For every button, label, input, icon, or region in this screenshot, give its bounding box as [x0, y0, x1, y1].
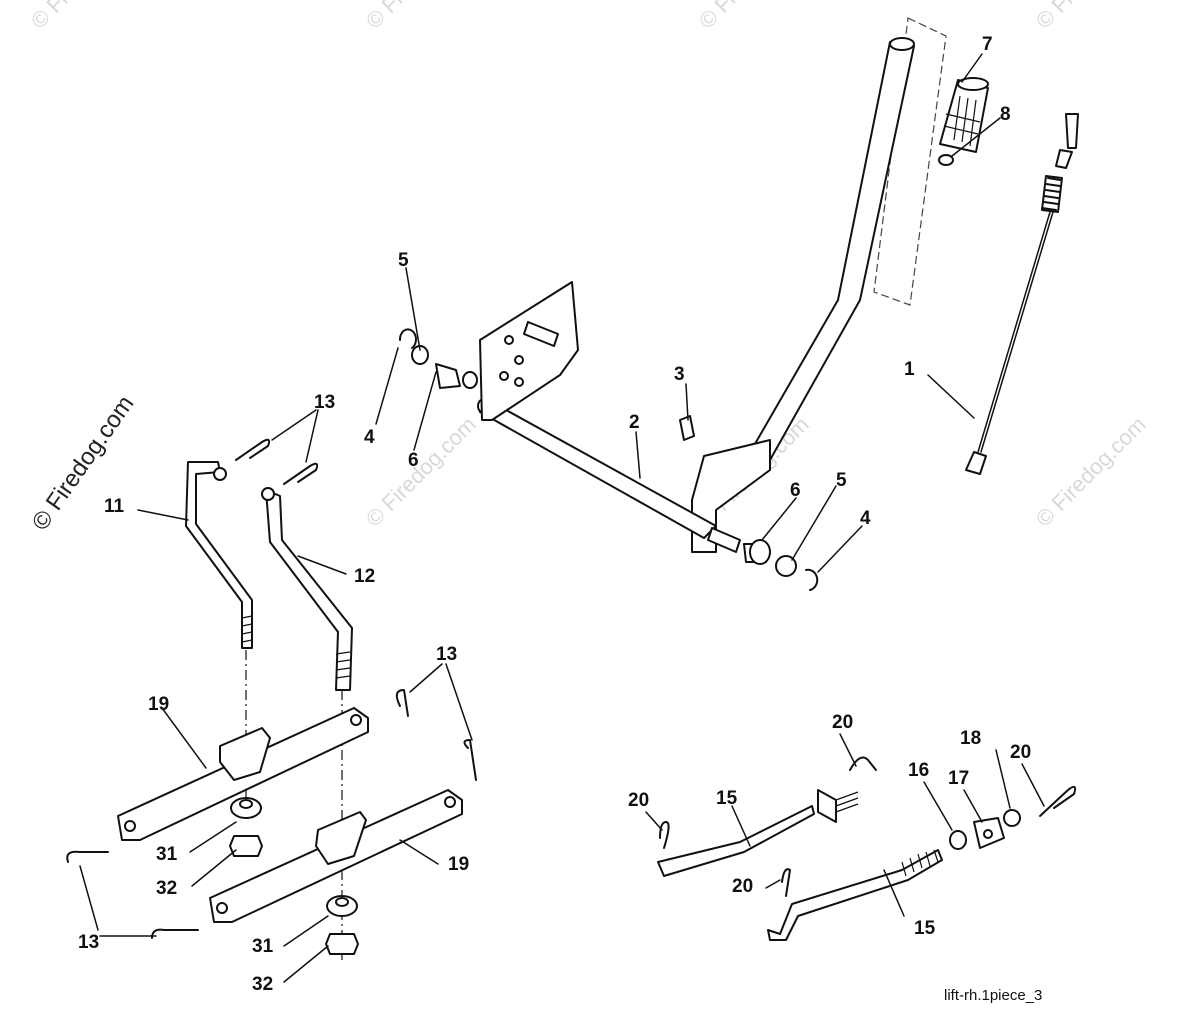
part-11-lift-link	[185, 461, 253, 649]
callout-15-upper: 15	[716, 788, 738, 809]
callout-numbers: 1 2 3 4 4 5 5 6 6 7 8 11 12 13 13 13 15 …	[78, 34, 1031, 995]
handle-phantom-outline	[873, 17, 947, 306]
callout-4-left: 4	[364, 427, 375, 448]
part-8-pin	[938, 154, 954, 166]
callout-3: 3	[674, 364, 685, 385]
callout-12: 12	[354, 566, 375, 587]
callout-5-left: 5	[398, 250, 409, 271]
watermark-faint-3: © Firedog.com	[694, 0, 814, 34]
part-13-hairpin-clips	[66, 438, 477, 939]
callout-1: 1	[904, 359, 915, 380]
part-19-lift-arm-lower	[209, 789, 463, 923]
callout-19-lower: 19	[448, 854, 469, 875]
callout-32-upper: 32	[156, 878, 177, 899]
callout-20-lower: 20	[732, 876, 753, 897]
watermark-faint-5: © Firedog.com	[361, 412, 481, 532]
callout-31-lower: 31	[252, 936, 274, 957]
left-hardware-4-5-6	[398, 328, 478, 389]
watermark-faint-1: © Firedog.com	[26, 0, 146, 34]
callout-5-right: 5	[836, 470, 847, 491]
callout-13-bottom: 13	[78, 932, 99, 953]
callout-8: 8	[1000, 104, 1011, 125]
callout-17: 17	[948, 768, 969, 789]
callout-20-right: 20	[1010, 742, 1031, 763]
part-2-lift-handle	[477, 37, 915, 553]
watermark-faint-2: © Firedog.com	[361, 0, 481, 34]
callout-32-lower: 32	[252, 974, 273, 995]
part-16-17-18-hardware	[949, 809, 1021, 850]
callout-7: 7	[982, 34, 993, 55]
part-3-roll-pin	[679, 415, 695, 441]
callout-31-upper: 31	[156, 844, 178, 865]
callout-20-left: 20	[628, 790, 649, 811]
callout-4-right: 4	[860, 508, 871, 529]
callout-13-middle: 13	[436, 644, 457, 665]
right-hardware-4-5-6	[743, 539, 819, 591]
callout-19-upper: 19	[148, 694, 169, 715]
part-20-hairpin-clips	[659, 756, 1077, 897]
callout-20-upper: 20	[832, 712, 853, 733]
watermark-faint-4: © Firedog.com	[1031, 0, 1151, 34]
callout-2: 2	[629, 412, 640, 433]
mounting-plate	[479, 281, 579, 421]
callout-6-right: 6	[790, 480, 801, 501]
part-15-rod-upper	[657, 789, 859, 877]
callout-18: 18	[960, 728, 981, 749]
watermark-faint-7: © Firedog.com	[1031, 412, 1151, 532]
callout-11: 11	[104, 496, 125, 517]
part-31-32-hardware-lower	[325, 895, 359, 955]
callout-13-top: 13	[314, 392, 335, 413]
callout-16: 16	[908, 760, 929, 781]
diagram-reference-code: lift-rh.1piece_3	[944, 987, 1042, 1004]
callout-6-left: 6	[408, 450, 419, 471]
leader-lines	[79, 53, 1045, 983]
callout-15-lower: 15	[914, 918, 936, 939]
part-12-lift-link	[261, 487, 353, 691]
part-1-spring-rod	[965, 113, 1079, 475]
part-15-rod-lower	[767, 849, 943, 941]
part-7-handle-grip	[939, 77, 989, 153]
part-19-lift-arm-upper	[117, 707, 369, 841]
part-31-32-hardware-upper	[229, 797, 263, 857]
